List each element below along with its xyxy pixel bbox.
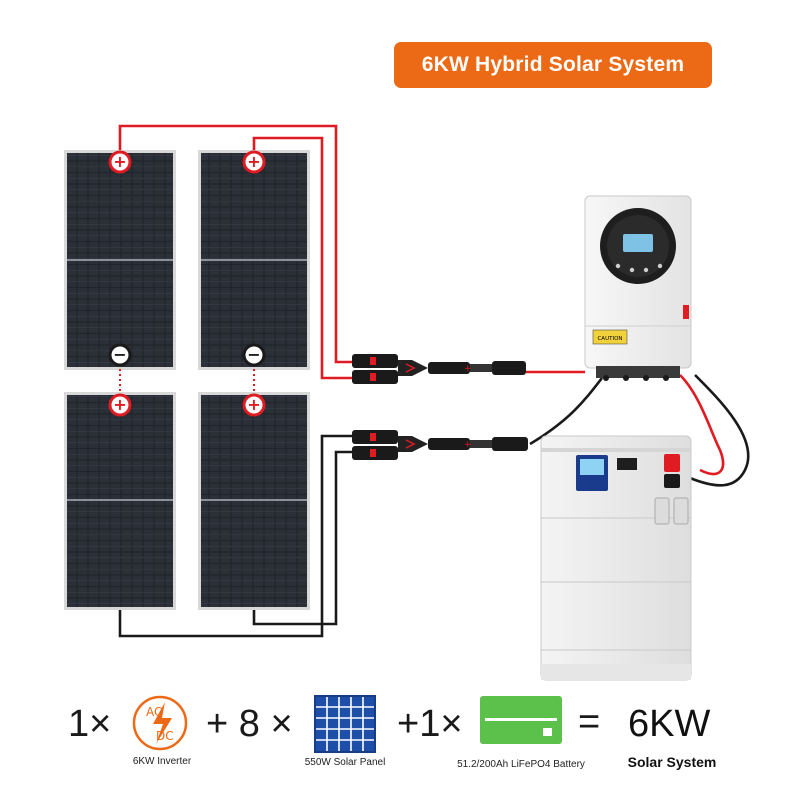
red-wires [118,124,725,476]
mc4-connector-negative: + [352,430,528,460]
series-links [119,364,255,398]
connector-plus-label: + [464,440,472,450]
inverter-quantity: 1× [68,703,112,745]
battery-caption: 51.2/200Ah LiFePO4 Battery [457,759,585,770]
terminal-positive-2: + [242,150,266,174]
battery-icon [480,696,562,744]
solar-panel-icon [314,695,376,753]
title-badge: 6KW Hybrid Solar System [394,42,712,88]
result-power: 6KW [628,703,711,745]
terminal-negative-1: − [108,343,132,367]
solar-panel-bottom-left [64,392,176,610]
equals-sign: = [578,701,601,743]
solar-panel-bottom-right [198,392,310,610]
terminal-positive-3: + [108,393,132,417]
terminal-positive-1: + [108,150,132,174]
connector-plus-label: + [464,364,472,374]
terminal-positive-label: + [113,152,126,171]
result-caption: Solar System [627,754,717,770]
terminal-positive-label: + [247,152,260,171]
terminal-positive-label: + [113,395,126,414]
black-wires [118,374,750,638]
terminal-negative-2: − [242,343,266,367]
terminal-negative-label: − [113,345,126,364]
hybrid-inverter: CAUTION [584,195,692,381]
panel-quantity: + 8 × [206,703,293,745]
lifepo4-battery [540,435,692,681]
solar-panel-top-left [64,150,176,370]
terminal-positive-4: + [242,393,266,417]
inverter-caption: 6KW Inverter [132,756,192,767]
terminal-positive-label: + [247,395,260,414]
inverter-caution-label: CAUTION [597,336,622,342]
mc4-connector-positive: + [352,354,526,384]
terminal-negative-label: − [247,345,260,364]
solar-panel-top-right [198,150,310,370]
battery-quantity: +1× [397,703,463,745]
panel-caption: 550W Solar Panel [304,757,386,768]
icon-dc-text: DC [156,729,174,743]
ac-dc-inverter-icon: AC DC [132,695,188,751]
